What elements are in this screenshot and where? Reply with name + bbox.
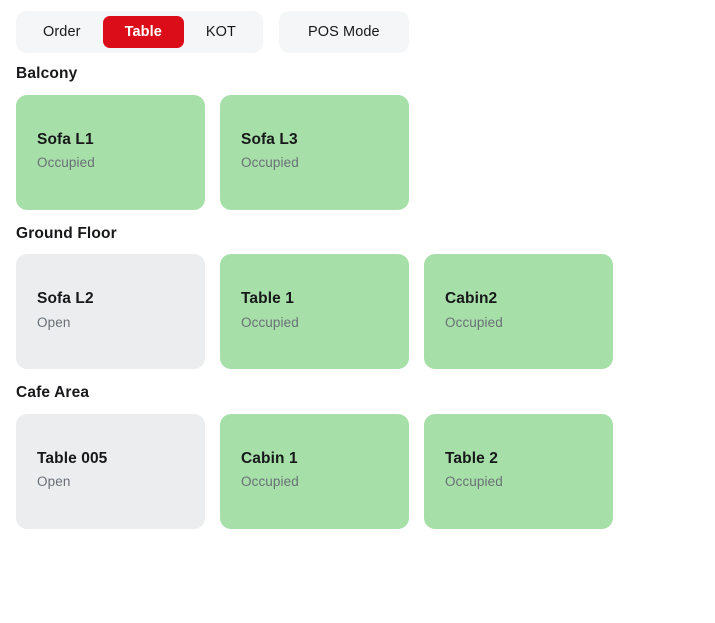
mode-tab-group: Order Table KOT [16, 11, 263, 53]
table-card-status: Occupied [37, 155, 95, 171]
tab-pos-mode[interactable]: POS Mode [284, 16, 404, 48]
top-tab-bar: Order Table KOT POS Mode [16, 11, 409, 53]
table-card[interactable]: Cabin2 Occupied [424, 254, 613, 369]
table-card-status: Occupied [241, 474, 299, 490]
section-title: Balcony [16, 65, 78, 82]
table-card-name: Table 005 [37, 449, 108, 467]
tab-order[interactable]: Order [21, 16, 103, 48]
section-cafe-area: Cafe Area Table 005 Open Cabin 1 Occupie… [16, 385, 699, 529]
section-title: Cafe Area [16, 384, 90, 401]
table-card-grid: Sofa L1 Occupied Sofa L3 Occupied [16, 94, 699, 210]
table-card-grid: Sofa L2 Open Table 1 Occupied Cabin2 Occ… [16, 254, 699, 369]
tab-table[interactable]: Table [102, 16, 184, 48]
tab-kot[interactable]: KOT [184, 16, 258, 48]
table-card[interactable]: Sofa L1 Occupied [16, 94, 205, 210]
table-sections: Balcony Sofa L1 Occupied Sofa L3 Occupie… [16, 66, 699, 529]
table-card[interactable]: Table 005 Open [16, 413, 205, 529]
table-card-name: Cabin 1 [241, 449, 298, 467]
table-card-name: Sofa L2 [37, 290, 94, 307]
table-card-grid: Table 005 Open Cabin 1 Occupied Table 2 … [16, 413, 699, 529]
table-card[interactable]: Table 2 Occupied [424, 413, 613, 529]
table-card-name: Sofa L1 [37, 130, 94, 148]
table-card-name: Sofa L3 [241, 130, 298, 148]
table-card[interactable]: Sofa L3 Occupied [220, 94, 409, 210]
section-balcony: Balcony Sofa L1 Occupied Sofa L3 Occupie… [16, 66, 699, 210]
table-card-status: Occupied [241, 155, 299, 171]
table-card-status: Occupied [241, 314, 299, 330]
table-card-status: Open [37, 314, 71, 330]
table-card-name: Cabin2 [445, 290, 498, 307]
table-card[interactable]: Cabin 1 Occupied [220, 413, 409, 529]
table-card-status: Occupied [445, 474, 503, 490]
table-card-name: Table 1 [241, 290, 294, 307]
table-card[interactable]: Sofa L2 Open [16, 254, 205, 369]
table-card[interactable]: Table 1 Occupied [220, 254, 409, 369]
table-card-status: Open [37, 474, 71, 490]
table-card-name: Table 2 [445, 449, 498, 467]
section-ground-floor: Ground Floor Sofa L2 Open Table 1 Occupi… [16, 224, 699, 369]
section-title: Ground Floor [16, 224, 117, 242]
pos-mode-group: POS Mode [278, 11, 409, 53]
table-card-status: Occupied [445, 314, 503, 330]
